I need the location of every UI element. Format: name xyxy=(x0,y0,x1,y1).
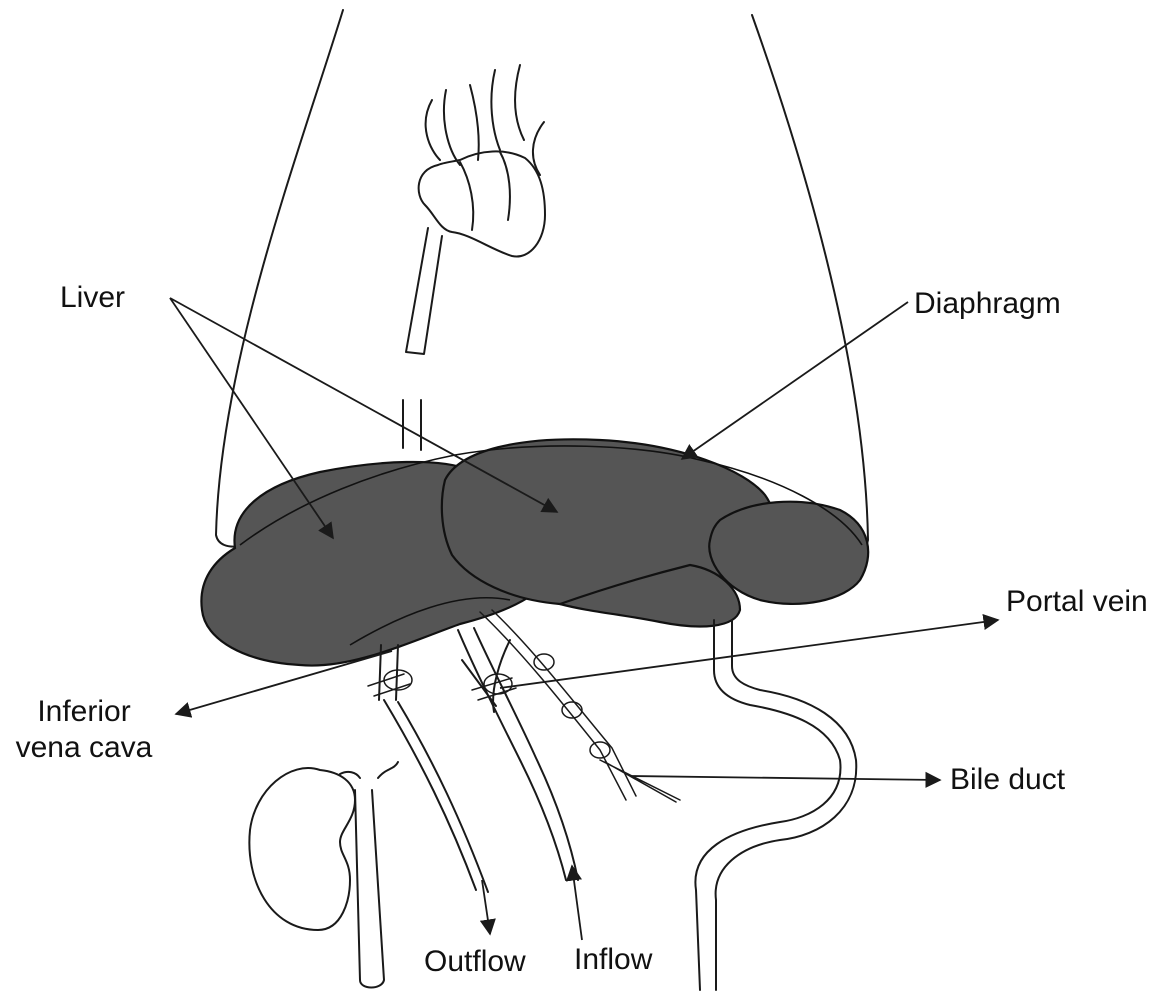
right-side-vessel xyxy=(695,620,840,990)
diaphragm-leader xyxy=(682,302,908,459)
inflow-cannula xyxy=(458,628,578,880)
inferior-vena-cava-label-line1: Inferior xyxy=(0,694,168,730)
portal-vein-label: Portal vein xyxy=(1006,584,1148,620)
inflow-label: Inflow xyxy=(574,942,652,978)
outflow-label: Outflow xyxy=(424,944,526,980)
liver-label: Liver xyxy=(60,280,125,316)
portal-vein-leader xyxy=(500,620,998,688)
body-outline-left xyxy=(216,10,343,547)
diaphragm-label: Diaphragm xyxy=(914,286,1061,322)
bile-duct-leader xyxy=(630,776,940,780)
liver xyxy=(201,439,868,665)
body-outline-right xyxy=(752,15,868,556)
liver-leader-1 xyxy=(170,298,333,538)
bile-duct-label: Bile duct xyxy=(950,762,1065,798)
heart xyxy=(419,65,545,257)
outflow-cannula xyxy=(384,700,488,892)
aorta-upper xyxy=(406,228,442,354)
kidney xyxy=(249,762,398,988)
vessels-below-liver xyxy=(368,610,856,990)
inferior-vena-cava-label-line2: vena cava xyxy=(0,730,168,766)
inferior-vena-cava-label: Inferior vena cava xyxy=(0,694,168,766)
vessel-above-liver xyxy=(403,400,421,450)
